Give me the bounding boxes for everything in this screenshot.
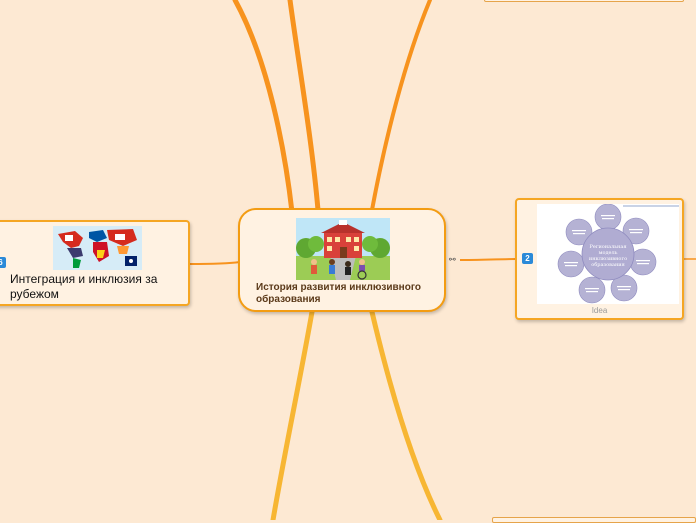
branch-top-right [370, 0, 432, 212]
topic-idea[interactable]: Региональная модель инклюзивного образов… [515, 198, 684, 320]
diagram-center-text: Региональная [590, 244, 627, 250]
diagram-center-text: образования [591, 261, 625, 268]
topic-idea-caption: Idea [591, 306, 608, 315]
topic-integration-abroad[interactable]: Интеграция и инклюзия за рубежом [0, 220, 190, 306]
topic-edge-bottom[interactable] [492, 517, 696, 523]
topic-count-badge-left[interactable]: 6 [0, 257, 6, 268]
branch-top-left [232, 0, 295, 215]
diagram-center-text: модель [599, 250, 618, 256]
topic-integration-abroad-label: Интеграция и инклюзия за рубежом [10, 272, 158, 301]
branch-bottom-right [369, 309, 443, 520]
regional-model-diagram-image: Региональная модель инклюзивного образов… [537, 204, 679, 304]
branch-bottom-left [270, 309, 315, 520]
branch-left [189, 261, 241, 265]
central-topic-title: История развития инклюзивного образовани… [256, 282, 421, 305]
branch-right [459, 258, 517, 261]
link-icon[interactable]: ⚯ [449, 255, 456, 264]
diagram-center-text: инклюзивного [589, 256, 627, 262]
topic-count-badge-right[interactable]: 2 [522, 253, 533, 264]
topic-edge-top[interactable] [484, 0, 684, 2]
world-flags-map-image [53, 226, 142, 270]
central-topic[interactable]: История развития инклюзивного образовани… [238, 208, 446, 312]
school-children-image [296, 218, 390, 280]
branch-top-center [287, 0, 321, 213]
